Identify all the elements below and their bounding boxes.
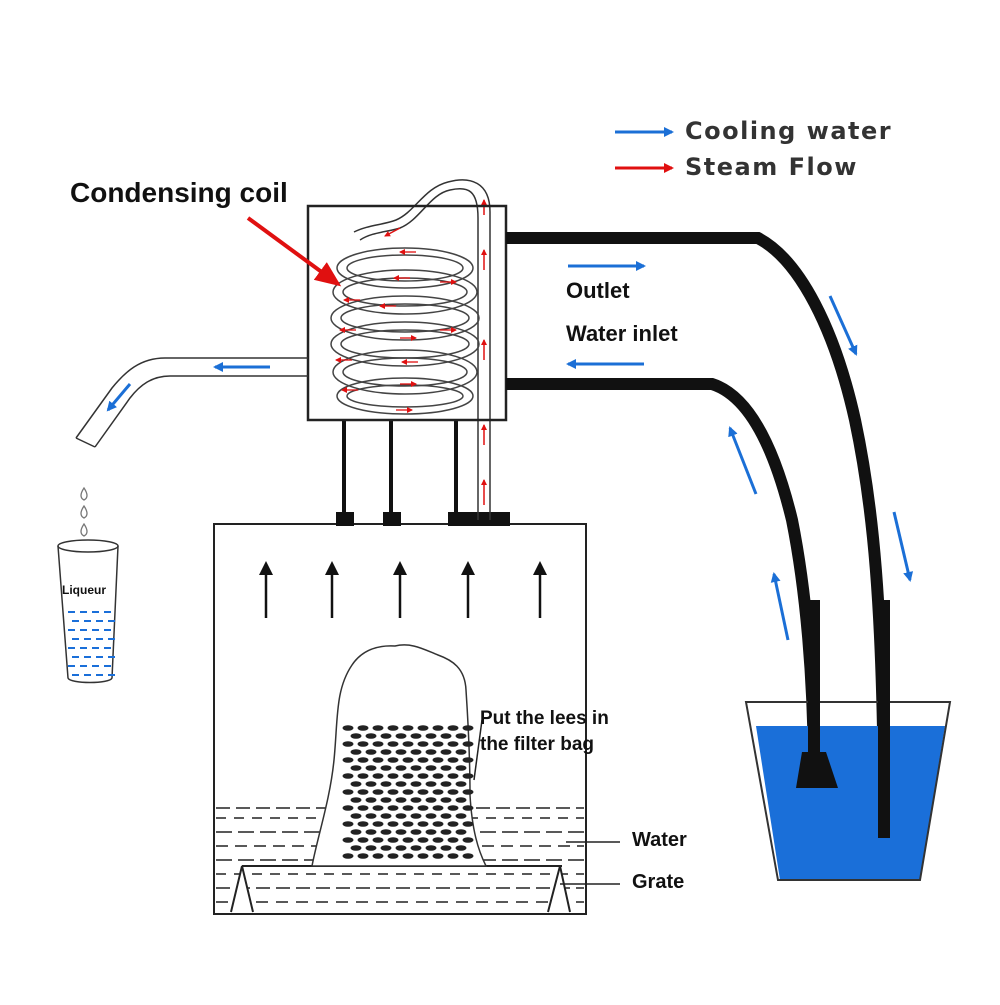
steam-up-arrows <box>259 561 547 618</box>
water-inlet-label: Water inlet <box>566 321 678 346</box>
filter-bag-label: Put the lees in the filter bag <box>480 708 609 755</box>
condensing-coil-pointer <box>246 216 342 287</box>
condensing-coil-label: Condensing coil <box>70 177 288 208</box>
liqueur-spout <box>75 357 308 448</box>
hose-flow-arrows <box>566 261 914 641</box>
label-leaders <box>473 719 620 885</box>
water-label: Water <box>632 829 687 851</box>
outlet-label: Outlet <box>566 278 630 303</box>
liqueur-drops <box>80 486 88 537</box>
condenser-box <box>306 204 508 422</box>
legend-steam-label: Steam Flow <box>685 153 858 181</box>
liqueur-label: Liqueur <box>62 583 106 597</box>
condensing-coil-rings <box>330 247 480 415</box>
condenser-supports <box>336 420 510 526</box>
cooling-bucket <box>744 600 952 881</box>
grate-label: Grate <box>632 871 685 893</box>
coil-steam-arrows <box>335 249 457 413</box>
bag-lees <box>342 725 474 859</box>
legend-cooling-label: Cooling water <box>685 117 893 145</box>
liqueur-cup <box>57 539 119 684</box>
